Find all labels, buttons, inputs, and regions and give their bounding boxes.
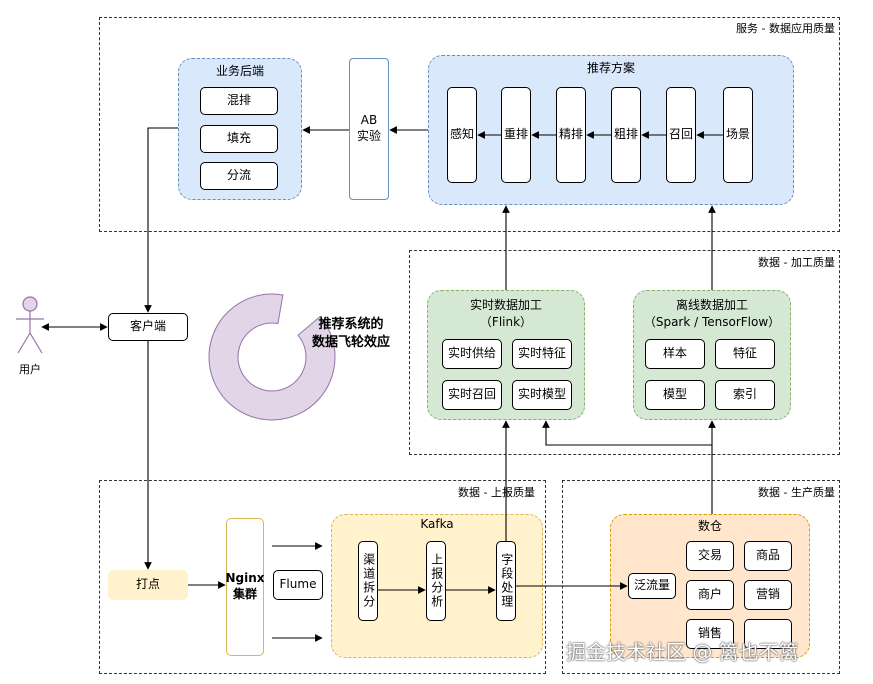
offline-item: 索引 (715, 380, 775, 410)
kafka-title: Kafka (420, 517, 454, 531)
realtime-item: 实时召回 (442, 380, 502, 410)
warehouse-item: 商户 (686, 580, 734, 610)
ab-line2: 实验 (356, 129, 381, 143)
flywheel-line1: 推荐系统的 (318, 317, 384, 332)
recommend-item: 感知 (447, 87, 477, 183)
recommend-item: 粗排 (611, 87, 641, 183)
kafka-item: 字段处理 (496, 541, 516, 621)
region-process (409, 250, 840, 455)
user-label: 用户 (19, 363, 41, 376)
ab-test-box: AB 实验 (349, 58, 389, 200)
warehouse-title: 数仓 (697, 519, 722, 533)
recommend-item: 精排 (556, 87, 586, 183)
region-production (562, 480, 840, 674)
flywheel-line2: 数据飞轮效应 (311, 334, 390, 350)
offline-title: 离线数据加工 (675, 298, 748, 312)
warehouse-item: 销售 (686, 619, 734, 649)
backend-item: 分流 (200, 162, 278, 190)
region-production-label: 数据 - 生产质量 (758, 486, 835, 499)
user-icon (16, 296, 44, 354)
realtime-subtitle: （Flink） (479, 315, 533, 329)
region-process-label: 数据 - 加工质量 (758, 256, 835, 269)
kafka-item: 上报分析 (426, 541, 446, 621)
warehouse-item (744, 619, 792, 649)
ab-line1: AB (360, 113, 378, 128)
offline-subtitle: （Spark / TensorFlow） (643, 315, 781, 329)
warehouse-source: 泛流量 (628, 573, 676, 599)
region-report-label: 数据 - 上报质量 (458, 486, 535, 499)
realtime-item: 实时特征 (512, 339, 572, 369)
offline-item: 模型 (645, 380, 705, 410)
recommend-item: 重排 (501, 87, 531, 183)
kafka-item: 渠道拆分 (358, 541, 378, 621)
recommend-item: 场景 (723, 87, 753, 183)
realtime-title: 实时数据加工 (469, 298, 542, 312)
watermark: 掘金技术社区 @ 篱也不篱 (566, 640, 799, 664)
flume-box: Flume (273, 570, 323, 600)
backend-item: 混排 (200, 87, 278, 115)
client-box: 客户端 (108, 313, 188, 341)
warehouse-item: 营销 (744, 580, 792, 610)
backend-title: 业务后端 (215, 64, 264, 78)
realtime-item: 实时供给 (442, 339, 502, 369)
region-service-label: 服务 - 数据应用质量 (736, 22, 835, 35)
realtime-item: 实时模型 (512, 380, 572, 410)
nginx-box: Nginx 集群 (225, 518, 265, 656)
backend-item: 填充 (200, 125, 278, 153)
region-report (99, 480, 546, 674)
region-service (99, 17, 840, 232)
offline-item: 样本 (645, 339, 705, 369)
flywheel-title: 推荐系统的 数据飞轮效应 (296, 316, 406, 351)
offline-item: 特征 (715, 339, 775, 369)
recommend-title: 推荐方案 (586, 61, 635, 75)
warehouse-item: 商品 (744, 541, 792, 571)
warehouse-item: 交易 (686, 541, 734, 571)
tracking-box: 打点 (108, 570, 188, 600)
recommend-item: 召回 (666, 87, 696, 183)
flywheel-ring (208, 293, 336, 421)
